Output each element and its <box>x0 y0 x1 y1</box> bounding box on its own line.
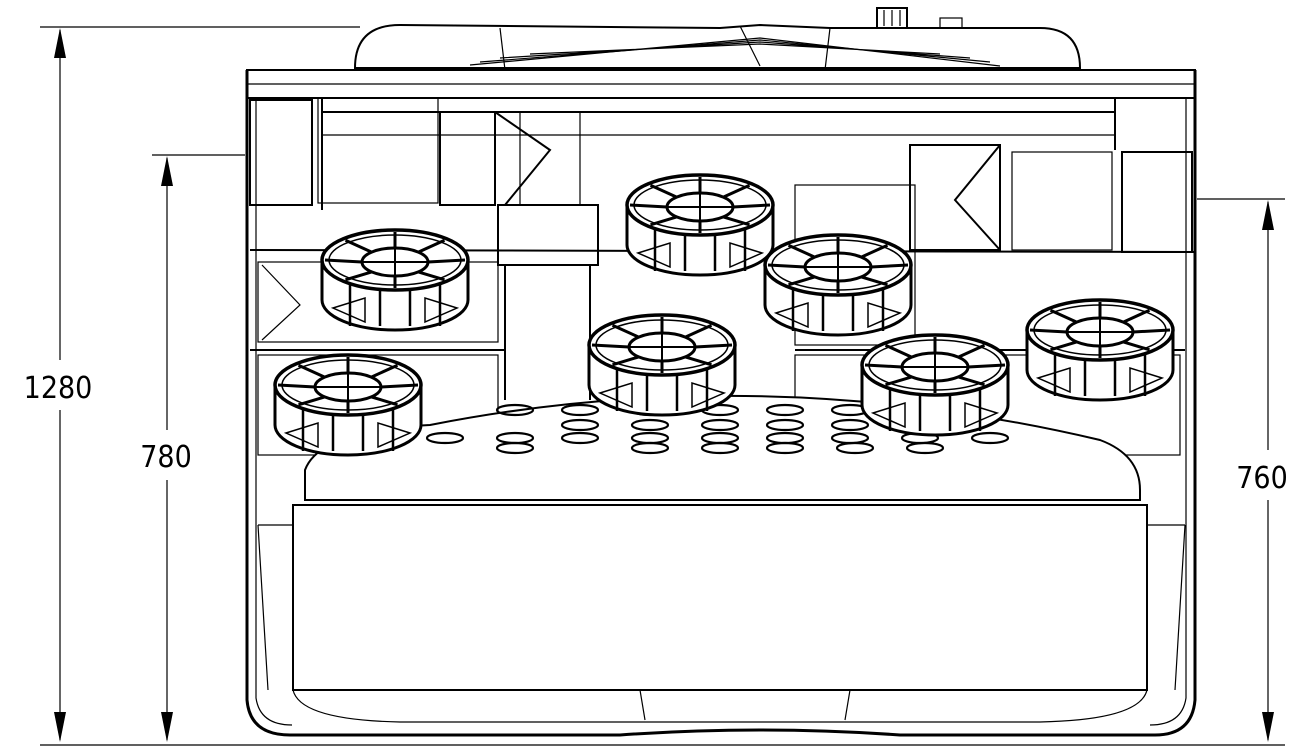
hole <box>700 418 740 432</box>
outer-wall <box>245 70 1197 737</box>
hole <box>630 441 670 455</box>
hole <box>630 418 670 432</box>
dimension-overall-height: 1280 <box>20 26 1285 746</box>
perforated-dome <box>304 394 1141 501</box>
filter-cage <box>860 333 1010 437</box>
hole <box>560 403 600 417</box>
hole <box>765 441 805 455</box>
hole <box>830 418 870 432</box>
hole <box>970 431 1010 445</box>
filter-cage <box>1025 298 1175 402</box>
dimension-label-760: 760 <box>1236 461 1288 496</box>
tank-body <box>245 7 1197 737</box>
downpipe-top <box>497 204 599 266</box>
hole <box>495 403 535 417</box>
hole <box>905 441 945 455</box>
filter-cage <box>273 353 423 457</box>
inlet-pipe-left <box>439 112 496 206</box>
filter-cage <box>320 228 470 332</box>
hole <box>425 431 465 445</box>
hole <box>560 418 600 432</box>
inlet-pipe-right <box>909 144 1001 251</box>
dimension-left-height: 780 <box>130 154 245 742</box>
dimension-label-780: 780 <box>140 440 192 475</box>
filter-cages <box>273 173 1175 457</box>
arrowhead-top <box>54 28 66 58</box>
hole <box>765 403 805 417</box>
hole <box>495 441 535 455</box>
hole <box>560 431 600 445</box>
dimension-label-1280: 1280 <box>24 371 93 406</box>
filter-cage <box>587 313 737 417</box>
filter-cage <box>763 233 913 337</box>
arrowhead-bottom <box>54 712 66 742</box>
hole <box>765 418 805 432</box>
filter-cage <box>625 173 775 277</box>
lid <box>353 23 1082 69</box>
hole <box>835 441 875 455</box>
front-box <box>292 504 1148 691</box>
dimension-right-height: 760 <box>1197 198 1291 742</box>
hole <box>700 441 740 455</box>
